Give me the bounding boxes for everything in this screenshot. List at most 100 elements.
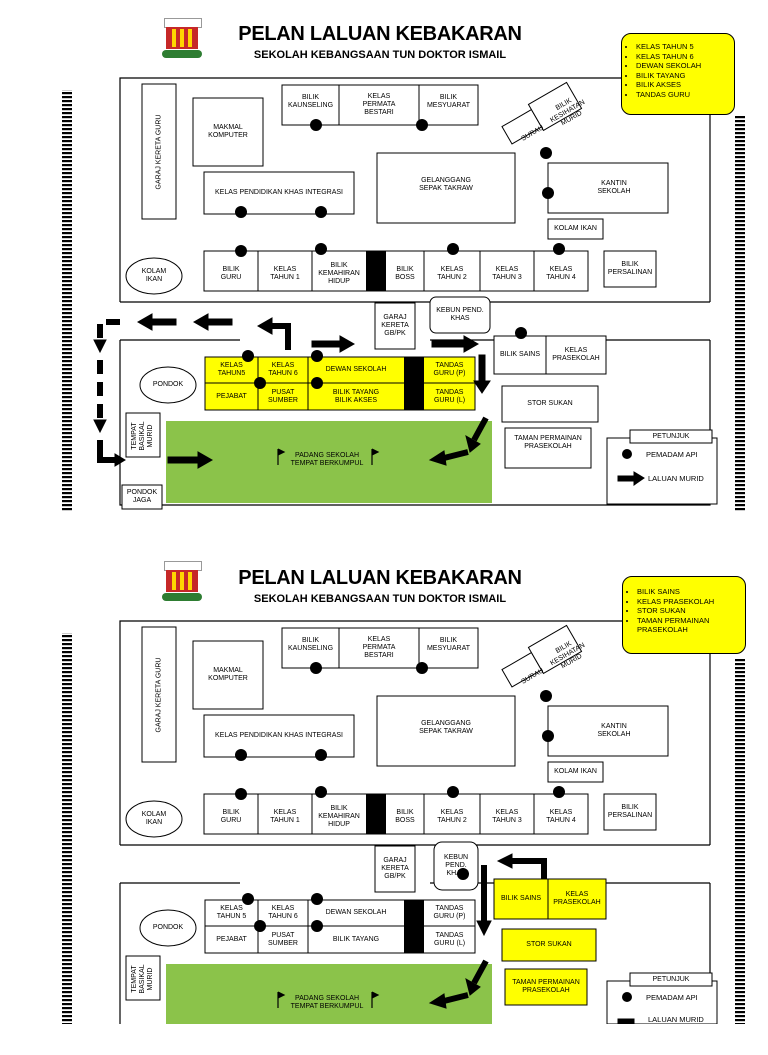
label-kelas-tahun-2: KELAS TAHUN 2 <box>437 265 467 281</box>
label-pendidikan-khas: KELAS PENDIDIKAN KHAS INTEGRASI <box>215 189 343 196</box>
legend-laluan-murid: LALUAN MURID <box>648 1015 704 1024</box>
label-kolam-ikan: KOLAM IKAN <box>554 225 597 232</box>
label-stor-sukan: STOR SUKAN <box>527 400 573 407</box>
label-kelas-tahun-5: KELAS TAHUN5 <box>217 362 246 377</box>
callout-item: KELAS PRASEKOLAH <box>637 597 745 607</box>
label-kelas-permata-bestari: KELAS PERMATA BESTARI <box>362 93 396 116</box>
map-subtitle: SEKOLAH KEBANGSAAN TUN DOKTOR ISMAIL <box>253 593 507 605</box>
label-bilik-kemahiran: BILIK KEMAHIRAN HIDUP <box>318 804 360 828</box>
label-kelas-tahun-1: KELAS TAHUN 1 <box>270 808 300 824</box>
fence-right <box>735 658 745 1024</box>
label-tandas-guru-l: TANDAS GURU (L) <box>433 388 466 404</box>
label-gelanggang: GELANGGANG SEPAK TAKRAW <box>419 177 473 192</box>
label-tempat-basikal: TEMPAT BASIKAL MURID <box>131 421 154 451</box>
label-bilik-guru: BILIK GURU <box>220 808 242 824</box>
label-bilik-boss: BILIK BOSS <box>395 265 415 281</box>
legend-pemadam-api: PEMADAM API <box>646 450 698 459</box>
label-kelas-permata-bestari: KELAS PERMATA BESTARI <box>362 636 396 659</box>
callout-item: BILIK AKSES <box>636 80 734 90</box>
label-pondok: PONDOK <box>152 381 184 388</box>
label-bilik-persalinan: BILIK PERSALINAN <box>607 804 653 819</box>
fire-extinguisher-markers <box>235 119 632 459</box>
label-kelas-tahun-4: KELAS TAHUN 4 <box>546 808 576 824</box>
callout-item: KELAS TAHUN 6 <box>636 52 734 62</box>
label-dewan-sekolah: DEWAN SEKOLAH <box>325 366 387 373</box>
label-kebun-pend-khas: KEBUN PEND. KHAS <box>436 307 484 322</box>
label-bilik-tayang: BILIK TAYANG <box>332 935 380 943</box>
label-kebun-pend-khas: KEBUN PEND. KHAS <box>443 854 469 877</box>
label-kelas-tahun-3: KELAS TAHUN 3 <box>492 808 522 824</box>
callout-item: DEWAN SEKOLAH <box>636 61 734 71</box>
label-tandas-guru-p: TANDAS GURU (P) <box>433 362 466 377</box>
label-kelas-tahun-4: KELAS TAHUN 4 <box>546 265 576 281</box>
map-title: PELAN LALUAN KEBAKARAN <box>238 23 522 45</box>
label-bilik-persalinan: BILIK PERSALINAN <box>607 261 653 276</box>
callout-item: BILIK TAYANG <box>636 71 734 81</box>
label-bilik-kaunseling: BILIK KAUNSELING <box>287 94 334 109</box>
school-crest-logo <box>160 18 204 64</box>
label-makmal-komputer: MAKMAL KOMPUTER <box>208 124 248 139</box>
label-bilik-mesyuarat: BILIK MESYUARAT <box>426 637 471 652</box>
label-kolam-ikan-left: KOLAM IKAN <box>141 268 167 283</box>
label-kelas-prasekolah: KELAS PRASEKOLAH <box>553 891 601 906</box>
label-tempat-basikal: TEMPAT BASIKAL MURID <box>131 964 154 994</box>
label-garaj-gbpk: GARAJ KERETA GB/PK <box>381 857 409 880</box>
map-1-drawing <box>62 77 745 512</box>
evacuation-map-1: PELAN LALUAN KEBAKARAN SEKOLAH KEBANGSAA… <box>0 0 768 512</box>
label-garaj-gbpk: GARAJ KERETA GB/PK <box>381 314 409 337</box>
evacuation-map-2: PELAN LALUAN KEBAKARAN SEKOLAH KEBANGSAA… <box>0 543 768 1055</box>
label-bilik-tayang: BILIK TAYANG BILIK AKSES <box>332 388 380 404</box>
label-pondok-jaga: PONDOK JAGA <box>126 489 158 504</box>
label-kelas-tahun-5: KELAS TAHUN 5 <box>216 905 247 920</box>
callout-item: TANDAS GURU <box>636 90 734 100</box>
label-pendidikan-khas: KELAS PENDIDIKAN KHAS INTEGRASI <box>215 732 343 739</box>
label-pusat-sumber: PUSAT SUMBER <box>268 931 298 947</box>
label-bilik-sains: BILIK SAINS <box>499 351 541 358</box>
label-makmal-komputer: MAKMAL KOMPUTER <box>208 667 248 682</box>
label-kelas-tahun-1: KELAS TAHUN 1 <box>270 265 300 281</box>
fence-left <box>62 633 72 1024</box>
label-tandas-guru-p: TANDAS GURU (P) <box>433 905 466 920</box>
label-stor-sukan: STOR SUKAN <box>526 941 572 948</box>
label-pejabat: PEJABAT <box>216 935 247 943</box>
label-gelanggang: GELANGGANG SEPAK TAKRAW <box>419 720 473 735</box>
fence-right <box>735 115 745 512</box>
callout-item: STOR SUKAN <box>637 606 745 616</box>
legend-laluan-murid: LALUAN MURID <box>648 474 704 483</box>
label-taman-permainan: TAMAN PERMAINAN PRASEKOLAH <box>514 435 582 450</box>
map-subtitle: SEKOLAH KEBANGSAAN TUN DOKTOR ISMAIL <box>253 49 507 61</box>
highlight-callout: KELAS TAHUN 5 KELAS TAHUN 6 DEWAN SEKOLA… <box>621 33 735 115</box>
label-kelas-tahun-6: KELAS TAHUN 6 <box>268 905 298 920</box>
fire-extinguisher-markers <box>235 662 632 1002</box>
label-pejabat: PEJABAT <box>216 392 247 400</box>
map-2-drawing <box>62 620 745 1024</box>
label-bilik-kemahiran: BILIK KEMAHIRAN HIDUP <box>318 261 360 285</box>
label-kantin: KANTIN SEKOLAH <box>597 723 631 738</box>
label-garaj-kereta-guru: GARAJ KERETA GURU <box>155 114 163 190</box>
callout-item: BILIK SAINS <box>637 587 745 597</box>
callout-item: TAMAN PERMAINAN PRASEKOLAH <box>637 616 745 635</box>
label-padang: PADANG SEKOLAH TEMPAT BERKUMPUL <box>290 995 364 1010</box>
legend-pemadam-api: PEMADAM API <box>646 993 698 1002</box>
label-kelas-tahun-3: KELAS TAHUN 3 <box>492 265 522 281</box>
fence-left <box>62 90 72 512</box>
evacuation-route <box>93 313 645 486</box>
label-dewan-sekolah: DEWAN SEKOLAH <box>325 909 387 916</box>
callout-item: KELAS TAHUN 5 <box>636 42 734 52</box>
label-kolam-ikan: KOLAM IKAN <box>554 768 597 775</box>
label-kelas-tahun-2: KELAS TAHUN 2 <box>437 808 467 824</box>
label-padang: PADANG SEKOLAH TEMPAT BERKUMPUL <box>290 452 364 467</box>
label-bilik-sains: BILIK SAINS <box>500 895 542 902</box>
label-taman-permainan: TAMAN PERMAINAN PRASEKOLAH <box>512 979 580 994</box>
label-bilik-guru: BILIK GURU <box>220 265 242 281</box>
label-pusat-sumber: PUSAT SUMBER <box>268 388 298 404</box>
label-kolam-ikan-left: KOLAM IKAN <box>141 811 167 826</box>
label-bilik-mesyuarat: BILIK MESYUARAT <box>426 94 471 109</box>
label-garaj-kereta-guru: GARAJ KERETA GURU <box>155 657 163 733</box>
label-tandas-guru-l: TANDAS GURU (L) <box>433 931 466 947</box>
highlight-callout: BILIK SAINS KELAS PRASEKOLAH STOR SUKAN … <box>622 576 746 654</box>
label-pondok: PONDOK <box>152 924 184 931</box>
evacuation-route <box>428 853 635 1024</box>
legend-title: PETUNJUK <box>652 432 690 440</box>
label-kelas-prasekolah: KELAS PRASEKOLAH <box>552 347 600 362</box>
